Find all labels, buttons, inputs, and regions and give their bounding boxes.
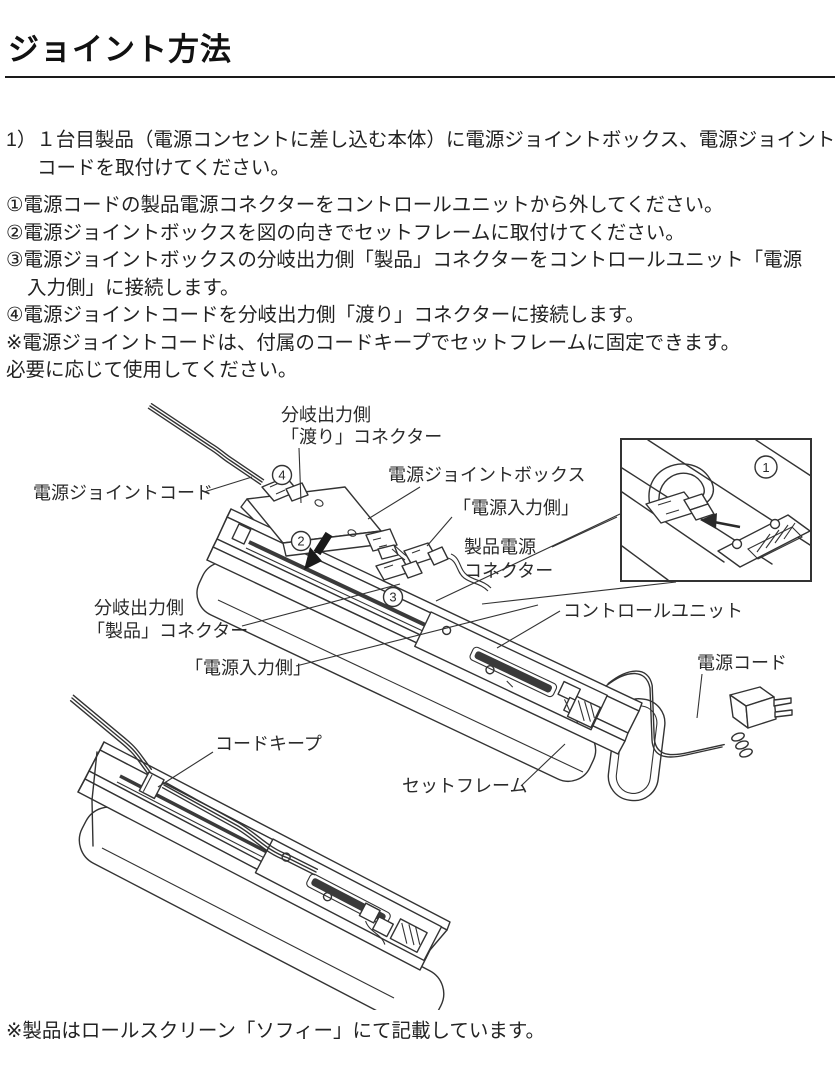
- label-joint-cord: 電源ジョイントコード: [33, 483, 213, 503]
- step-marker-2: [290, 530, 312, 552]
- connector-pair-drawing: [375, 542, 492, 592]
- leader-line: [496, 610, 561, 649]
- step-marker-4: [271, 464, 293, 486]
- title-underline: [5, 76, 835, 78]
- leader-line: [298, 447, 302, 504]
- step-markers: 4 2 3: [271, 464, 404, 608]
- intro-paragraph: 1）１台目製品（電源コンセントに差し込む本体）に電源ジョイントボックス、電源ジョ…: [6, 126, 840, 182]
- label-cord-keep: コードキープ: [215, 734, 322, 754]
- leader-line: [157, 751, 214, 788]
- instruction-steps: ①電源コードの製品電源コネクターをコントロールユニットから外してください。 ②電…: [6, 192, 818, 385]
- leader-line: [551, 516, 618, 548]
- svg-text:3: 3: [389, 590, 396, 605]
- step-marker-1: [754, 455, 778, 479]
- leader-line: [241, 583, 401, 627]
- step-4: ④電源ジョイントコードを分岐出力側「渡り」コネクターに接続します。: [6, 304, 645, 326]
- leader-line: [203, 476, 253, 493]
- label-set-frame: セットフレーム: [402, 776, 527, 796]
- lower-cable-drawing: [69, 694, 319, 876]
- label-branch-product-line1: 分岐出力側: [94, 598, 184, 618]
- svg-text:2: 2: [297, 534, 304, 549]
- inset-unplug-arrow: [700, 513, 741, 529]
- svg-text:1: 1: [762, 460, 769, 475]
- label-input-side-bottom: 「電源入力側」: [185, 658, 311, 678]
- intro-text: １台目製品（電源コンセントに差し込む本体）に電源ジョイントボックス、電源ジョイン…: [36, 128, 836, 179]
- power-cord-drawing: [605, 670, 793, 758]
- label-control-unit: コントロールユニット: [563, 601, 743, 621]
- step-note-continued: 必要に応じて使用してください。: [6, 359, 298, 381]
- label-input-side-top: 「電源入力側」: [453, 498, 579, 518]
- inset-callout-line: [435, 513, 621, 602]
- step-1: ①電源コードの製品電源コネクターをコントロールユニットから外してください。: [6, 194, 724, 216]
- intro-number: 1）: [6, 128, 37, 151]
- label-branch-wataru-line1: 分岐出力側: [281, 405, 371, 425]
- upper-control-unit: [414, 611, 608, 731]
- svg-text:4: 4: [278, 468, 285, 483]
- leader-line: [295, 604, 539, 667]
- step-note: ※電源ジョイントコードは、付属のコードキープでセットフレームに固定できます。: [6, 331, 741, 354]
- diagram-labels: 電源ジョイントコード 分岐出力側 「渡り」コネクター 電源ジョイントボックス 「…: [33, 405, 787, 796]
- label-branch-wataru-line2: 「渡り」コネクター: [281, 427, 442, 447]
- footnote: ※製品はロールスクリーン「ソフィー」にて記載しています。: [6, 1020, 545, 1042]
- label-branch-product-line2: 「製品」コネクター: [87, 621, 248, 641]
- step-3: ③電源ジョイントボックスの分岐出力側「製品」コネクターをコントロールユニット「電…: [6, 249, 803, 299]
- page-title: ジョイント方法: [8, 32, 232, 67]
- label-product-connector-line1: 製品電源: [464, 537, 536, 557]
- label-power-cord: 電源コード: [697, 653, 787, 673]
- install-direction-arrow: [304, 531, 333, 570]
- cord-keep-clip: [138, 771, 165, 800]
- lower-unit-drawing: [69, 694, 451, 1010]
- joint-cord-drawing: [147, 403, 309, 502]
- inset-detail-box: 1: [435, 438, 812, 605]
- lower-control-unit: [254, 838, 443, 962]
- label-joint-box: 電源ジョイントボックス: [388, 465, 585, 485]
- inset-callout-line: [481, 581, 677, 605]
- joint-method-diagram: 1: [33, 403, 812, 1010]
- leader-line: [696, 673, 703, 719]
- power-joint-box-drawing: [240, 486, 399, 560]
- leader-line: [426, 516, 453, 547]
- leader-line: [367, 486, 421, 520]
- label-product-connector-line2: コネクター: [464, 561, 553, 581]
- power-plug: [729, 686, 793, 758]
- upper-unit-drawing: [147, 403, 793, 802]
- step-marker-3: [382, 586, 404, 608]
- leader-line: [520, 743, 566, 787]
- step-2: ②電源ジョイントボックスを図の向きでセットフレームに取付けてください。: [6, 221, 685, 244]
